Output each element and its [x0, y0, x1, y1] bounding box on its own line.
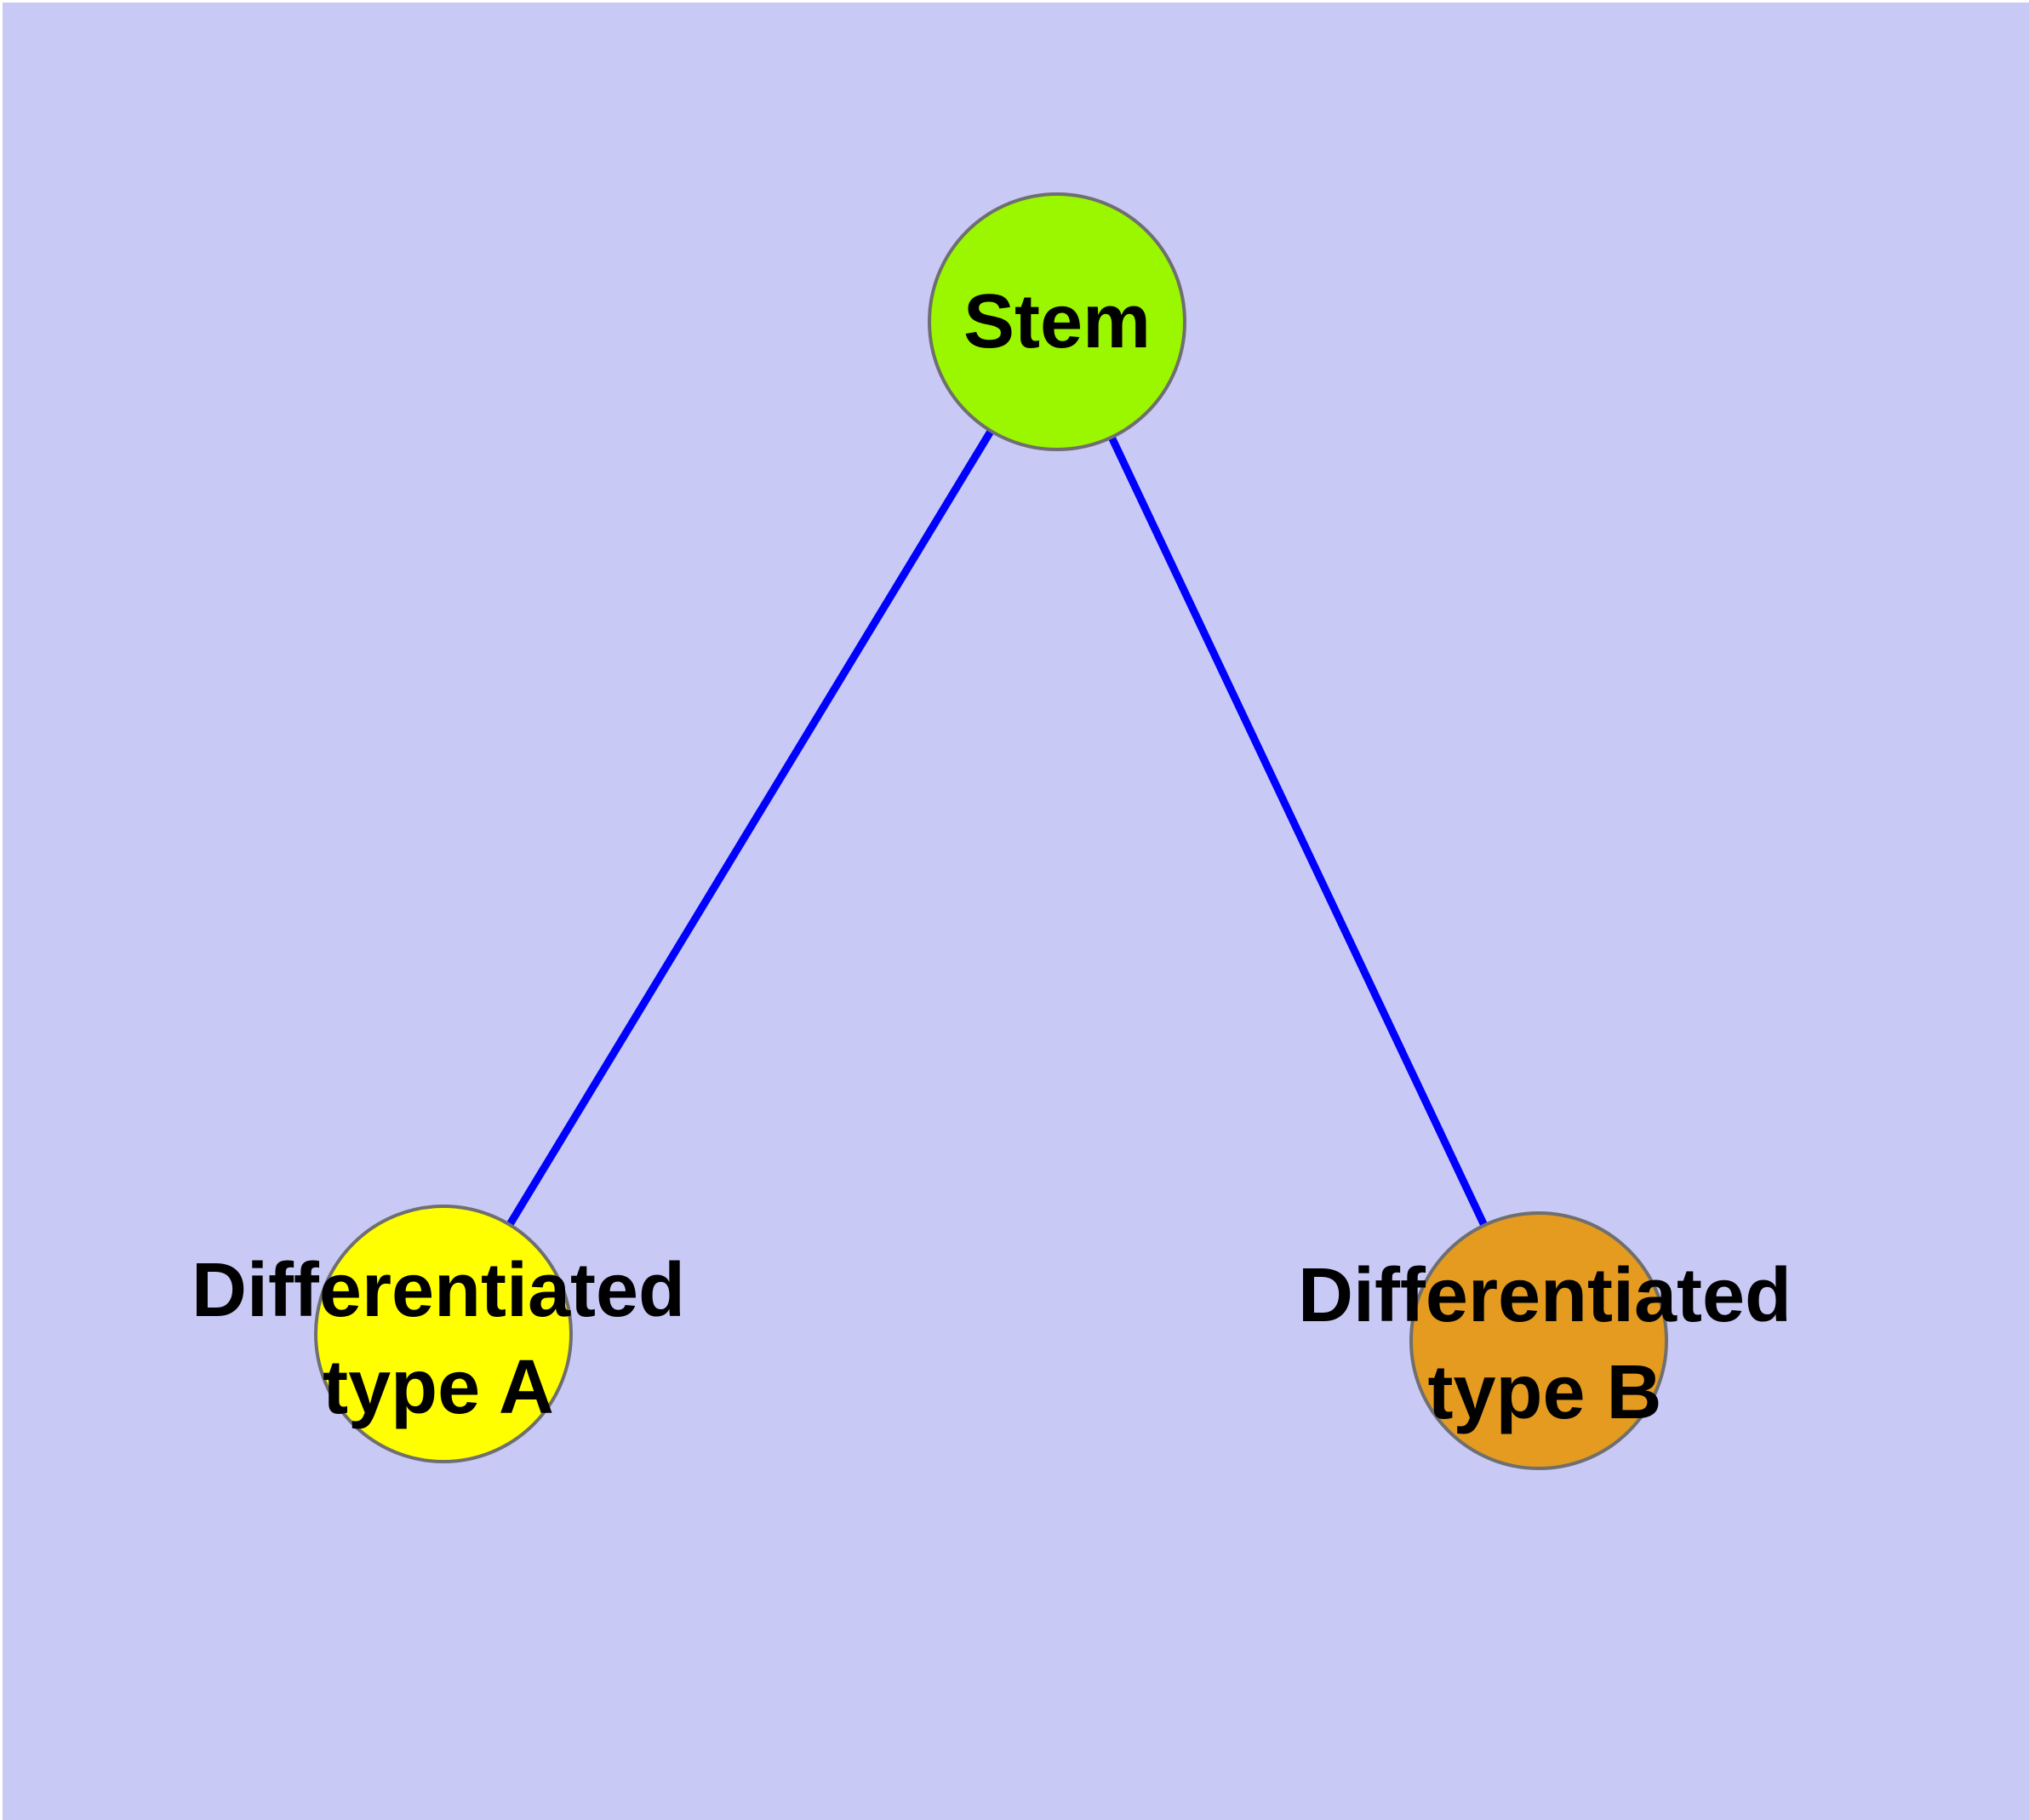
edge-stem-to-type-a [440, 319, 1060, 1336]
node-differentiated-type-a [314, 1205, 573, 1463]
node-differentiated-type-b [1409, 1211, 1668, 1470]
edges-layer [440, 319, 1543, 1342]
node-stem-label: Stem [963, 279, 1152, 364]
node-stem: Stem [928, 192, 1186, 451]
edge-stem-to-type-b [1053, 320, 1543, 1342]
